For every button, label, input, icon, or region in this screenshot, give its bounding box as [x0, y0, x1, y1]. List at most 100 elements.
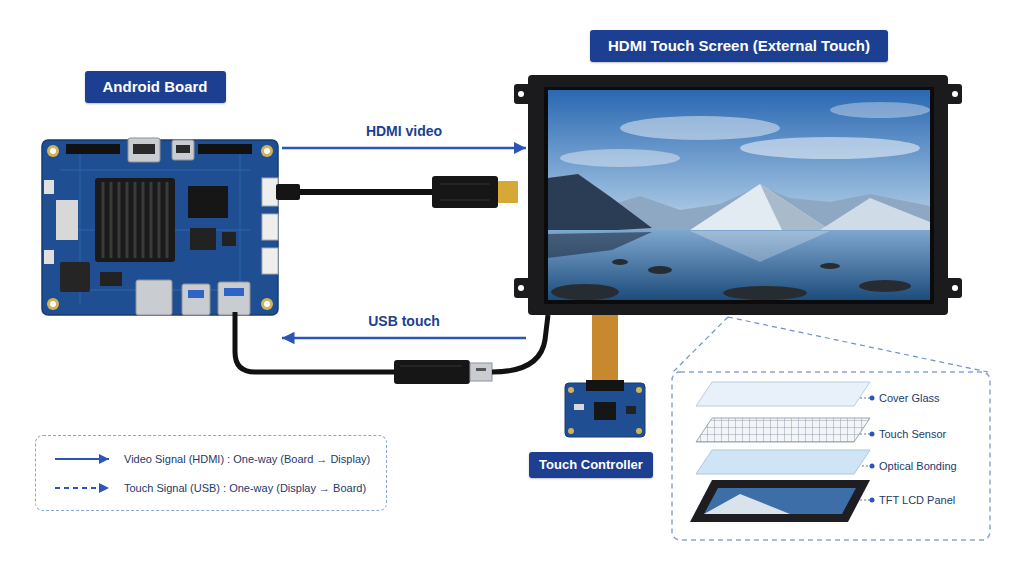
illustration-part — [47, 298, 59, 310]
legend-text: Video Signal (HDMI) : One-way (Board → D… — [124, 453, 370, 465]
illustration-part — [594, 402, 616, 420]
illustration-part — [224, 288, 244, 296]
hdmi-cable — [276, 176, 518, 208]
heading-pill: HDMI Touch Screen (External Touch) — [590, 30, 888, 62]
illustration-part — [860, 398, 870, 399]
illustration-part — [95, 178, 175, 262]
illustration-part — [440, 184, 490, 200]
illustration-part — [476, 368, 486, 371]
illustration-part — [47, 145, 59, 157]
illustration-part — [188, 290, 204, 298]
illustration-part — [648, 266, 672, 274]
illustration-part — [560, 149, 680, 167]
illustration-part — [690, 480, 870, 522]
illustration-part — [262, 214, 278, 240]
illustration-part — [820, 198, 930, 232]
video-signal-arrow — [282, 147, 526, 150]
illustration-part — [860, 500, 870, 501]
illustration-part — [568, 387, 574, 393]
legend-line-sample — [54, 482, 110, 494]
illustration-part — [182, 284, 210, 315]
illustration-part — [492, 315, 548, 372]
illustration-part — [528, 75, 948, 315]
illustration-part — [626, 406, 636, 414]
illustration-part — [133, 144, 155, 154]
illustration-part — [172, 140, 194, 160]
illustration-part — [300, 189, 434, 195]
illustration-part — [568, 428, 574, 434]
illustration-part — [704, 494, 790, 514]
component-node: Touch Controller — [527, 380, 655, 480]
illustration-part — [636, 428, 642, 434]
illustration-part — [394, 360, 470, 384]
illustration-part — [696, 418, 870, 442]
illustration-part — [870, 396, 875, 503]
heading-pill: Touch Controller — [529, 452, 653, 478]
illustration-part — [276, 184, 300, 200]
illustration-part — [673, 317, 988, 372]
illustration-part — [860, 398, 870, 500]
illustration-part — [198, 144, 252, 154]
component-node: Android Board — [40, 136, 282, 350]
illustration-part — [128, 138, 160, 162]
heading-pill: Android Board — [85, 71, 226, 103]
illustration-part — [820, 263, 840, 269]
illustration-part — [548, 232, 652, 258]
illustration-part — [222, 232, 236, 246]
illustration-part — [704, 488, 856, 514]
illustration-part — [551, 284, 619, 300]
illustration-part — [862, 466, 870, 467]
legend-row: Touch Signal (USB) : One-way (Display → … — [54, 473, 370, 502]
illustration-part — [176, 145, 190, 153]
illustration-part — [690, 231, 830, 262]
illustration-part — [952, 285, 958, 291]
illustration-part — [44, 250, 54, 264]
illustration-part — [636, 387, 642, 393]
illustration-part — [60, 262, 90, 292]
illustration-part — [548, 174, 652, 234]
android-board-illustration — [42, 138, 278, 315]
illustration-part — [586, 380, 624, 391]
illustration-part — [50, 148, 56, 154]
signal-label: HDMI video — [362, 122, 446, 140]
illustration-part — [830, 102, 930, 118]
illustration-part — [261, 298, 273, 310]
part-label: Touch Sensor — [879, 427, 946, 441]
illustration-part — [56, 200, 78, 240]
illustration-part — [859, 280, 911, 292]
layer-callout — [672, 317, 990, 540]
illustration-part — [190, 228, 216, 250]
illustration-part — [188, 186, 228, 218]
illustration-part — [44, 180, 54, 194]
illustration-part — [218, 282, 250, 315]
illustration-part — [498, 181, 518, 203]
touch-controller-board — [565, 380, 645, 437]
illustration-part — [620, 116, 780, 140]
legend-arrow — [55, 458, 109, 460]
illustration-part — [723, 286, 807, 300]
illustration-part — [548, 230, 930, 300]
illustration-part — [261, 145, 273, 157]
part-label: Optical Bonding — [879, 459, 957, 473]
illustration-part — [100, 272, 122, 286]
illustration-part — [264, 301, 270, 307]
part-label: Cover Glass — [879, 391, 940, 405]
illustration-part — [470, 363, 492, 381]
illustration-part — [696, 418, 870, 442]
legend-text: Touch Signal (USB) : One-way (Display → … — [124, 482, 366, 494]
illustration-part — [870, 464, 875, 469]
flex-cable — [592, 315, 618, 351]
illustration-part — [672, 372, 990, 540]
flex-cable — [592, 350, 618, 380]
illustration-part — [103, 182, 167, 258]
illustration-part — [740, 137, 920, 159]
illustration-part — [696, 450, 870, 474]
illustration-part — [690, 184, 830, 230]
illustration-part — [136, 280, 172, 315]
illustration-part — [42, 140, 278, 315]
illustration-part — [612, 259, 628, 265]
touch-signal-arrow — [282, 337, 526, 340]
illustration-part — [66, 144, 120, 154]
illustration-part — [50, 301, 56, 307]
